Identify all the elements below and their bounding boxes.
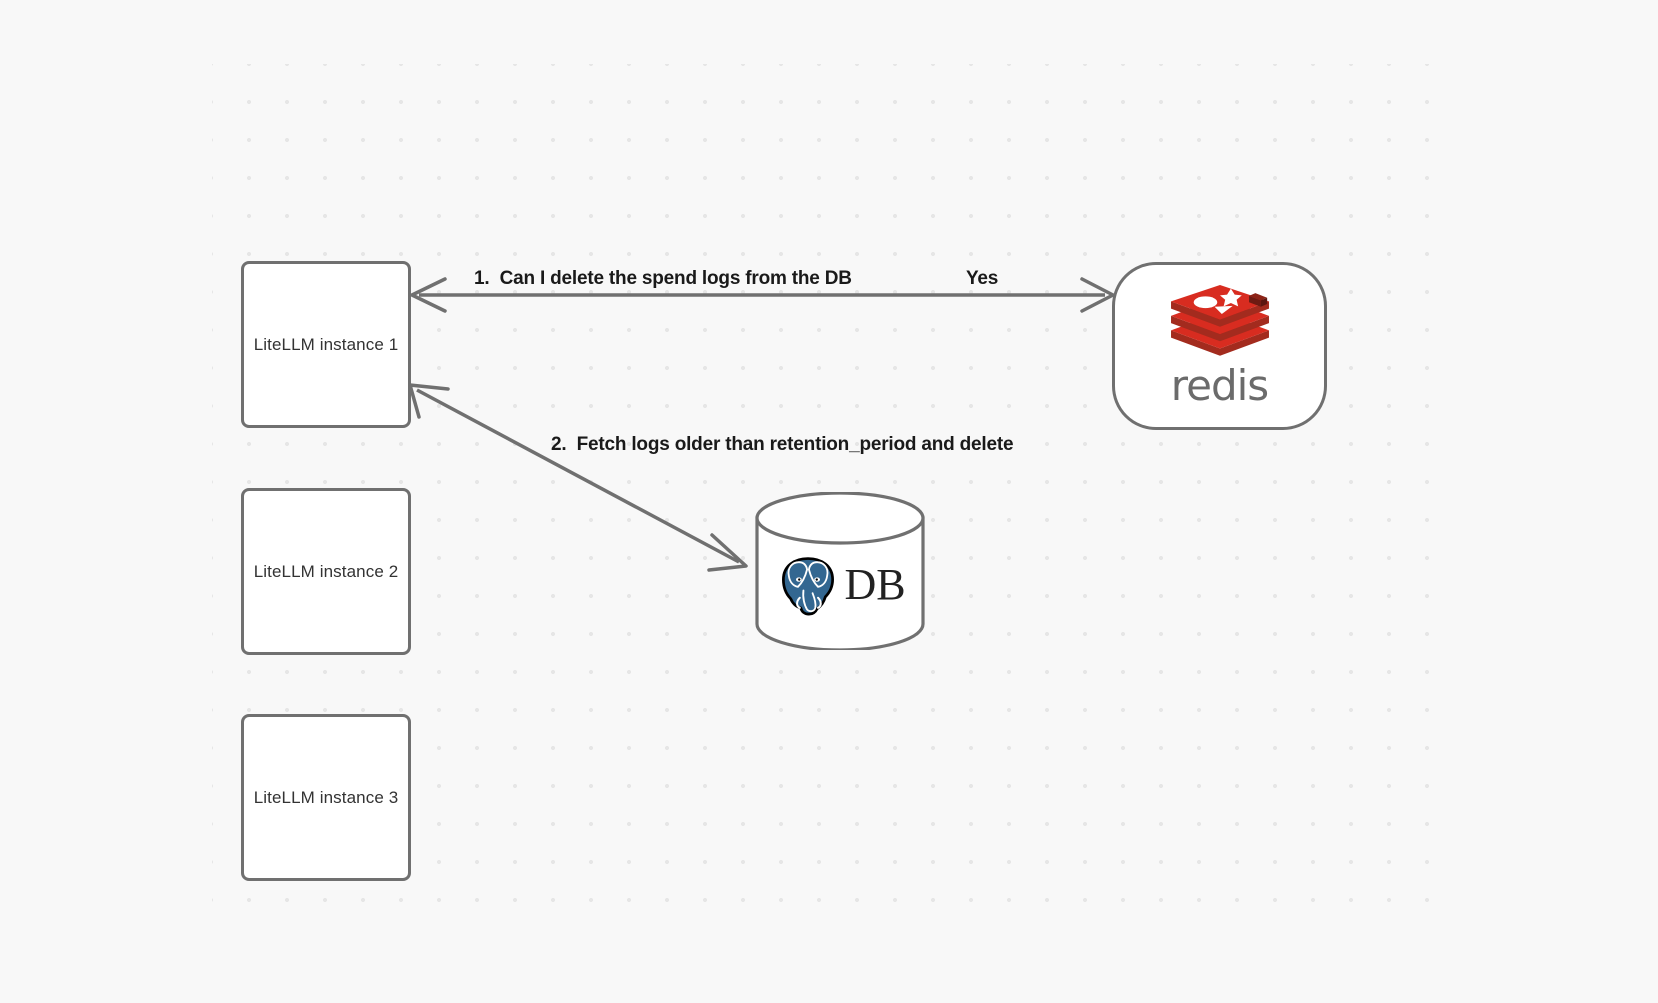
node-label: LiteLLM instance 3	[253, 787, 399, 807]
node-db[interactable]: DB	[754, 492, 926, 650]
postgresql-elephant-icon	[774, 554, 842, 616]
node-label: LiteLLM instance 2	[253, 561, 399, 581]
cylinder-shape	[755, 492, 925, 650]
db-label: DB	[844, 560, 906, 609]
edge-label-fetch-delete: 2. Fetch logs older than retention_perio…	[551, 434, 1014, 455]
redis-logo-icon	[1165, 285, 1275, 363]
redis-wordmark: redis	[1170, 361, 1269, 410]
node-redis[interactable]: redis	[1112, 262, 1327, 430]
node-litellm-instance-1[interactable]: LiteLLM instance 1	[241, 261, 411, 428]
edge-label-answer: Yes	[966, 268, 999, 289]
node-litellm-instance-2[interactable]: LiteLLM instance 2	[241, 488, 411, 655]
node-litellm-instance-3[interactable]: LiteLLM instance 3	[241, 714, 411, 881]
edge-label-question: 1. Can I delete the spend logs from the …	[474, 268, 852, 289]
node-label: LiteLLM instance 1	[253, 334, 399, 354]
dot-grid-background	[212, 64, 1430, 904]
